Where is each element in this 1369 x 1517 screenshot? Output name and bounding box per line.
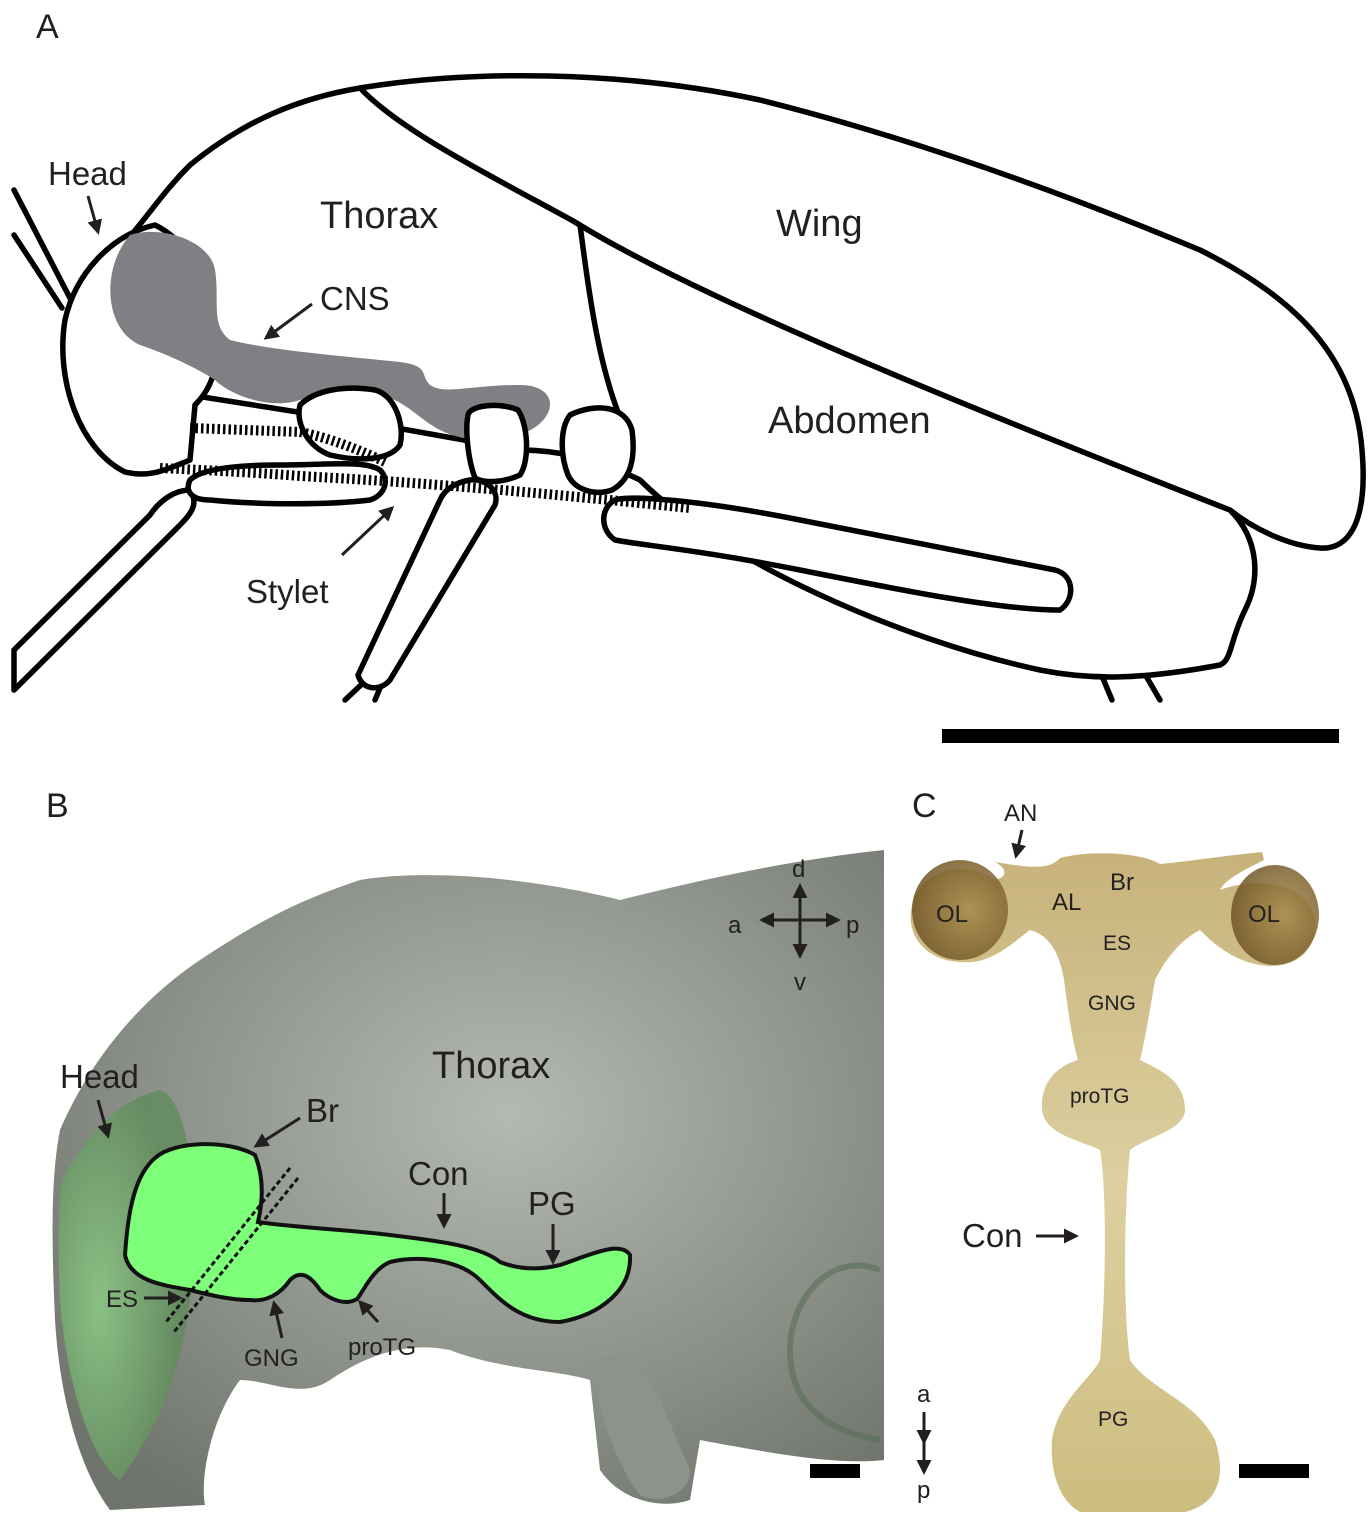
scale-bar-c: [1239, 1464, 1309, 1478]
label-al-c: AL: [1052, 889, 1081, 916]
label-br-b: Br: [306, 1092, 339, 1129]
coxa-2: [467, 405, 527, 481]
orient-a-b: a: [728, 912, 742, 939]
label-pg-c: PG: [1098, 1408, 1128, 1431]
panel-a: A Head Thorax Wing CNS Abdomen: [14, 8, 1363, 743]
coxa-1: [299, 388, 401, 459]
label-con-b: Con: [408, 1155, 469, 1192]
label-stylet-a: Stylet: [246, 573, 329, 610]
label-protg-c: proTG: [1070, 1085, 1130, 1108]
label-ol-right-c: OL: [1248, 901, 1280, 928]
label-head-a: Head: [48, 155, 127, 192]
scale-bar-a: [942, 729, 1339, 743]
axis-p-c: p: [917, 1477, 930, 1504]
panel-b: B Head Thorax Br Con PG ES GNG proTG: [46, 787, 884, 1510]
coxa-front: [188, 464, 385, 504]
label-gng-c: GNG: [1088, 992, 1136, 1015]
orient-v-b: v: [794, 969, 806, 996]
label-protg-b: proTG: [348, 1334, 416, 1361]
scale-bar-b: [810, 1464, 860, 1478]
panel-a-letter: A: [36, 8, 59, 46]
label-pg-b: PG: [528, 1185, 576, 1222]
arrow-head-a: [88, 196, 98, 232]
label-head-b: Head: [60, 1058, 139, 1095]
front-leg-outline: [14, 490, 194, 690]
arrow-an-c: [1016, 830, 1022, 856]
label-es-c: ES: [1103, 932, 1131, 955]
label-thorax-a: Thorax: [320, 195, 438, 237]
label-ol-left-c: OL: [936, 901, 968, 928]
label-abdomen-a: Abdomen: [768, 400, 931, 442]
label-br-c: Br: [1110, 869, 1134, 896]
label-an-c: AN: [1004, 800, 1037, 827]
label-gng-b: GNG: [244, 1345, 299, 1372]
label-cns-a: CNS: [320, 280, 390, 317]
arrow-stylet-a: [342, 508, 392, 555]
antenna-outline: [14, 190, 72, 308]
label-es-b: ES: [106, 1286, 138, 1313]
orient-d-b: d: [792, 856, 805, 883]
panel-c: C AN OL OL AL Br ES GNG proTG Con PG a p: [911, 787, 1319, 1512]
label-wing-a: Wing: [776, 203, 863, 245]
orient-p-b: p: [846, 912, 859, 939]
mid-leg-outline: [358, 480, 496, 688]
label-thorax-b: Thorax: [432, 1045, 550, 1087]
panel-c-letter: C: [912, 787, 937, 825]
panel-b-letter: B: [46, 787, 69, 825]
label-con-c: Con: [962, 1217, 1023, 1254]
axis-a-c: a: [917, 1381, 931, 1408]
coxa-3: [562, 408, 633, 492]
